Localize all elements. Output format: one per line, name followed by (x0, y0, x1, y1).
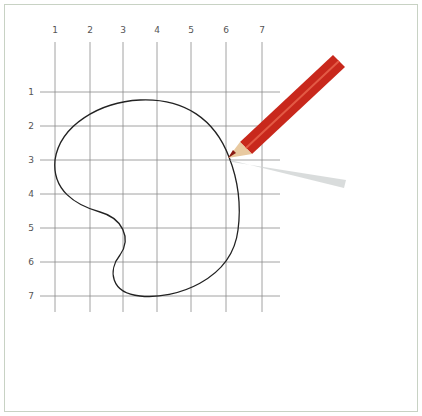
column-number: 7 (259, 26, 265, 35)
row-number: 1 (28, 88, 34, 97)
column-number: 1 (52, 26, 58, 35)
blob-outline (55, 100, 240, 297)
row-number: 7 (28, 292, 34, 301)
pencil (228, 55, 346, 188)
row-number: 5 (28, 224, 34, 233)
grid (40, 42, 280, 312)
pencil-shadow (230, 160, 346, 188)
column-number: 2 (87, 26, 93, 35)
row-number: 3 (28, 156, 34, 165)
column-number: 5 (188, 26, 194, 35)
pencil-lead (228, 150, 236, 158)
pencil-body (240, 55, 345, 154)
row-number: 4 (28, 190, 34, 199)
row-number: 2 (28, 122, 34, 131)
column-number: 6 (223, 26, 229, 35)
column-number: 3 (120, 26, 126, 35)
frame (5, 5, 418, 412)
pencil-highlight (246, 61, 339, 148)
column-number: 4 (154, 26, 160, 35)
row-number: 6 (28, 258, 34, 267)
